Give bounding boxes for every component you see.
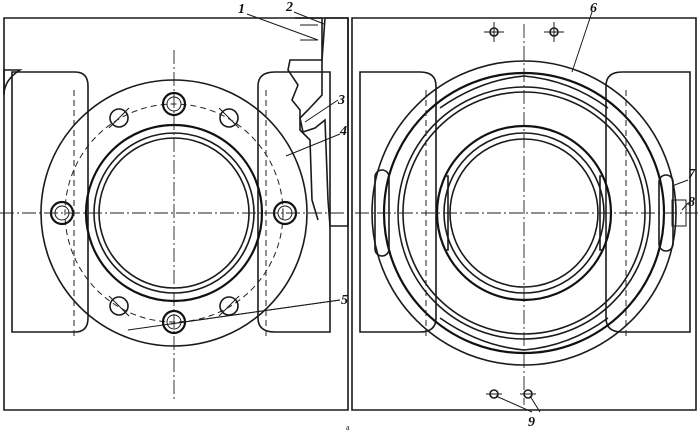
right-lug-frame-right [605, 71, 691, 333]
pin-mark [486, 389, 502, 399]
callout-2: 2 [285, 0, 293, 15]
callout-7: 7 [688, 167, 696, 182]
callout-8: 8 [688, 195, 695, 210]
left-section-edge [300, 24, 318, 41]
right-lug-frame-left [359, 71, 437, 333]
right-view [351, 17, 698, 411]
callout-1: 1 [238, 2, 245, 17]
callout-3: 3 [337, 93, 345, 108]
bolt-hole [218, 295, 240, 317]
callout-9: 9 [528, 415, 535, 430]
left-body-outline [3, 17, 349, 411]
locating-mark [484, 22, 504, 42]
bolt-hole [108, 107, 130, 129]
pin-mark [520, 389, 536, 399]
left-lug-left [3, 69, 23, 96]
callout-4: 4 [339, 124, 347, 139]
callout-5: 5 [341, 293, 348, 308]
left-section-wall [299, 17, 349, 227]
locating-mark [544, 22, 564, 42]
left-section-bore [287, 17, 323, 221]
bolt-hole [218, 107, 240, 129]
left-lug-frame-left [11, 71, 89, 333]
leader-lines [127, 11, 689, 413]
left-view [0, 17, 349, 411]
callout-6: 6 [590, 1, 597, 16]
bolt-hole [108, 295, 130, 317]
left-lug-frame-right [257, 71, 331, 333]
right-key-hatch [671, 199, 687, 227]
right-body-outline [351, 17, 697, 411]
footer-mark: a [346, 423, 350, 432]
